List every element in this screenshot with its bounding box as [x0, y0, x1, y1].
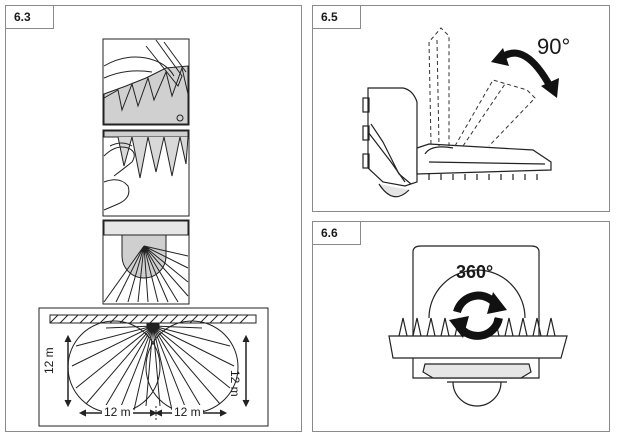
panel-6-6-illustration — [388, 245, 568, 407]
left-width-label: 12 m — [102, 405, 133, 419]
panel-6-6: 6.6 360° — [312, 221, 610, 432]
lens-segment-insert-illustration — [102, 129, 190, 217]
panel-tag-6-6: 6.6 — [313, 222, 361, 245]
detection-range-diagram — [38, 307, 269, 427]
panel-tag-6-5: 6.5 — [313, 6, 361, 29]
panel-6-3: 6.3 — [5, 5, 302, 432]
wall-mount-bracket-illustration — [362, 87, 418, 198]
floodlight-current-position — [416, 143, 552, 180]
rotation-arrow — [491, 48, 559, 98]
left-height-label: 12 m — [42, 347, 56, 374]
panel-tag-6-3: 6.3 — [6, 6, 54, 29]
sensor-lens-closeup-illustration — [102, 219, 190, 305]
floodlight-front-illustration — [388, 245, 568, 407]
panel-6-5: 6.5 90° — [312, 5, 610, 212]
rotation-angle-label: 360° — [456, 262, 494, 282]
floodlight-tilted-positions — [428, 27, 536, 147]
right-height-label: 12 m — [228, 370, 242, 397]
panel-6-3-illustration — [38, 38, 269, 427]
lens-segment-removal-illustration — [102, 38, 190, 126]
rotation-360-arrows — [449, 291, 507, 340]
tilt-angle-label: 90° — [537, 34, 571, 59]
panel-6-5-illustration — [362, 27, 559, 198]
right-width-label: 12 m — [172, 405, 203, 419]
